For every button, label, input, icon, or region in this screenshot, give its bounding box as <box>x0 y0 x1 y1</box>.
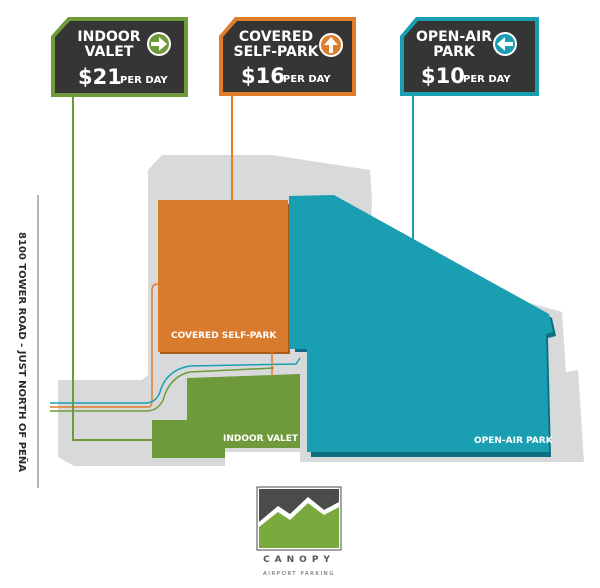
valet-sign-line2: VALET <box>85 44 134 60</box>
open-air-lot-label: OPEN-AIR PARK <box>474 436 554 446</box>
open-air-sign-line1: OPEN-AIR <box>416 29 492 45</box>
arrow-right-icon <box>147 32 171 56</box>
covered-sign-unit: PER DAY <box>283 74 331 85</box>
arrow-up-icon <box>319 33 343 57</box>
covered-sign-panel <box>223 21 352 92</box>
route-teal <box>50 357 301 404</box>
open-air-sign-line2: PARK <box>433 44 476 60</box>
open-air-park-lot[interactable]: OPEN-AIR PARK <box>289 195 556 457</box>
valet-connector <box>72 97 152 441</box>
brand-name: CANOPY <box>263 555 335 565</box>
covered-sign-line1: COVERED <box>239 29 313 45</box>
valet-lot-label: INDOOR VALET <box>223 434 299 444</box>
covered-sign-line2: SELF-PARK <box>234 44 320 60</box>
covered-lot-label: COVERED SELF-PARK <box>171 331 277 341</box>
indoor-valet-sign[interactable]: INDOOR VALET $21 PER DAY <box>51 17 188 97</box>
road-label: 8100 TOWER ROAD - JUST NORTH OF PEÑA <box>16 232 29 472</box>
covered-sign-price: $16 <box>241 64 285 88</box>
open-air-park-sign[interactable]: OPEN-AIR PARK $10 PER DAY <box>400 17 539 96</box>
mountain-snow-icon <box>259 497 339 527</box>
valet-sign-line1: INDOOR <box>77 29 140 45</box>
canopy-logo: CANOPY AIRPORT PARKING <box>256 486 342 577</box>
covered-self-park-lot[interactable]: COVERED SELF-PARK <box>158 200 290 354</box>
route-green <box>50 367 275 412</box>
valet-sign-unit: PER DAY <box>120 75 168 86</box>
valet-lot-area <box>152 374 300 458</box>
open-air-sign-unit: PER DAY <box>463 74 511 85</box>
open-air-sign-price: $10 <box>421 64 465 88</box>
route-orange <box>50 283 159 408</box>
covered-self-park-sign[interactable]: COVERED SELF-PARK $16 PER DAY <box>219 17 356 96</box>
covered-lot-area <box>158 200 288 352</box>
arrow-left-icon <box>493 32 517 56</box>
indoor-valet-lot[interactable]: INDOOR VALET <box>152 374 300 458</box>
brand-tagline: AIRPORT PARKING <box>263 571 335 577</box>
valet-sign-price: $21 <box>78 65 122 89</box>
open-air-lot-area <box>289 195 553 452</box>
